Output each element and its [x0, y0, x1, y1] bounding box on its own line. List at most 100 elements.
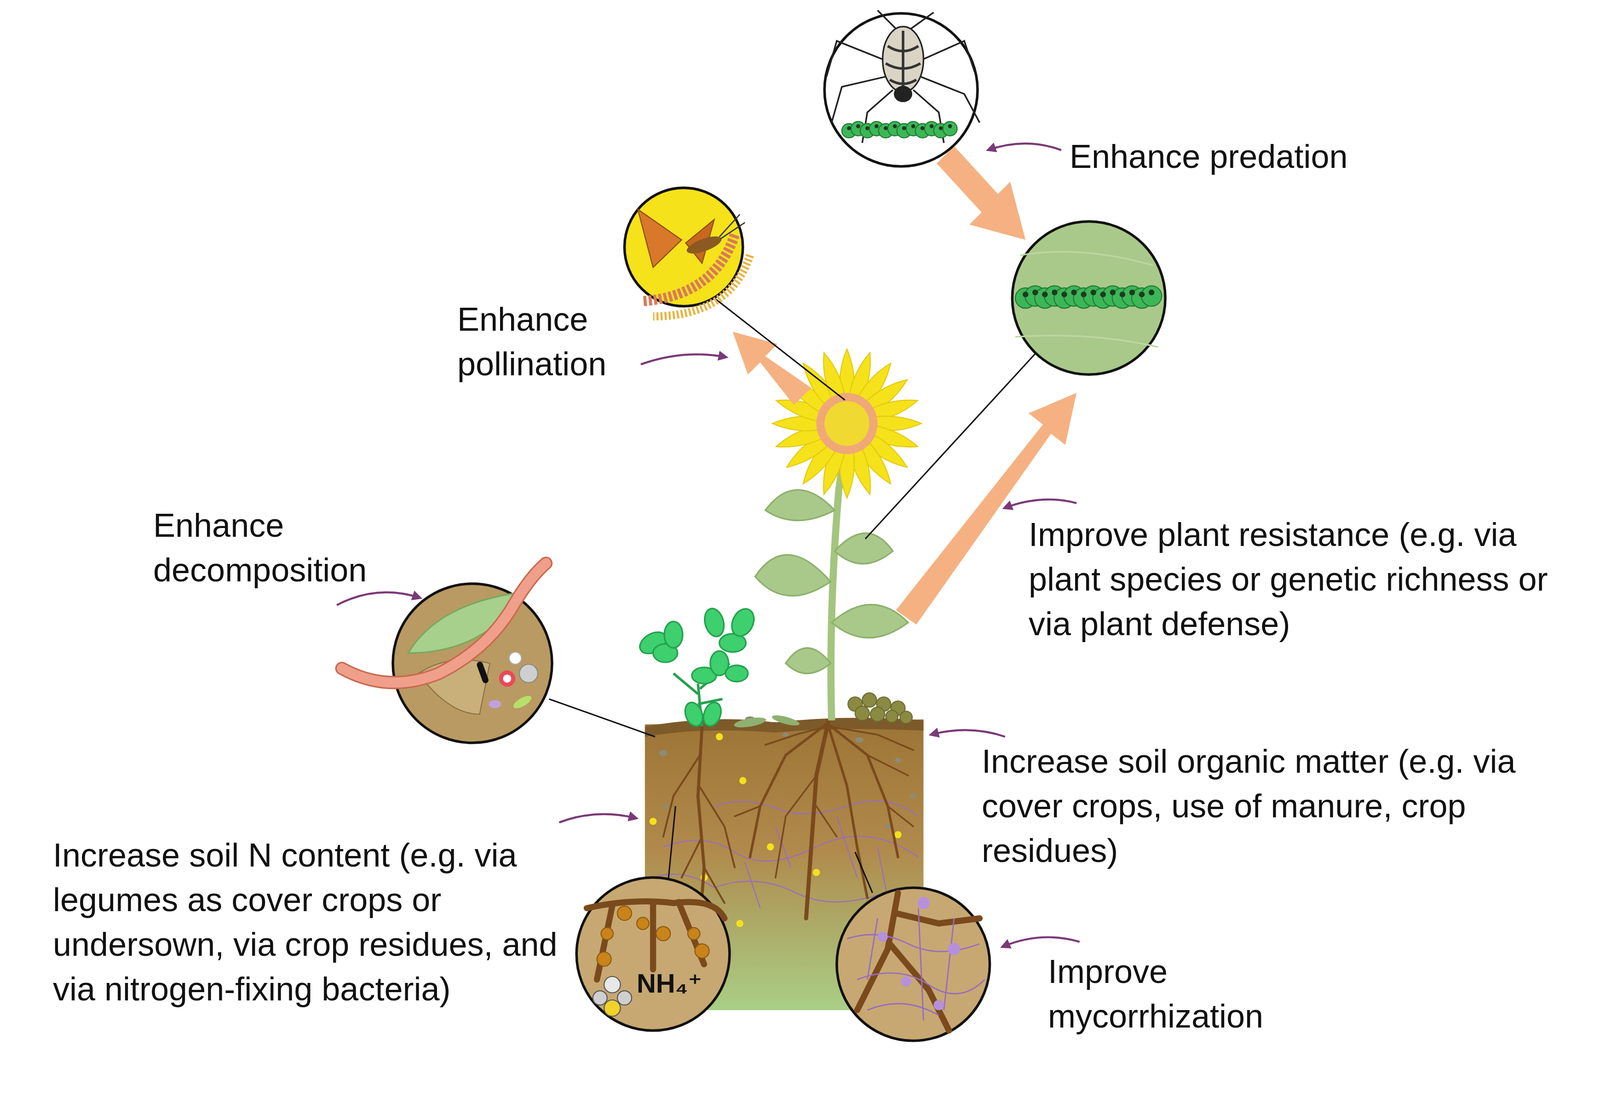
pointer-arrow [640, 354, 727, 365]
nitrogen-circle [695, 943, 710, 959]
leader-line [855, 851, 873, 893]
nitrogen-circle [597, 952, 612, 967]
herbivore-circle [1061, 291, 1067, 298]
pointer-arrow [1001, 937, 1080, 948]
nitrogen-circle [576, 877, 730, 1031]
manure [885, 710, 898, 723]
callout-label: Improve plant resistance (e.g. via plant… [1028, 512, 1549, 647]
sunflower [834, 533, 893, 565]
herbivore-circle [1012, 221, 1166, 375]
nitrogen-circle [600, 927, 614, 941]
mycorrhiza-circle [836, 887, 990, 1042]
predation-circle [948, 124, 953, 129]
predation-circle [911, 124, 916, 129]
soil-block [649, 817, 657, 826]
soil-block [812, 869, 821, 877]
decomposer-circle [341, 563, 553, 743]
pointer-arrow [336, 592, 421, 606]
callout-label: Enhance pollination [457, 297, 642, 387]
herbivore-circle [1148, 289, 1155, 296]
predation-circle [846, 126, 852, 131]
predation-circle [938, 126, 944, 131]
manure [870, 707, 885, 722]
predation-circle [893, 86, 913, 103]
callout-label: Increase soil organic matter (e.g. via c… [981, 739, 1548, 874]
manure [899, 711, 913, 724]
herbivore-circle [1015, 285, 1162, 309]
pollinator-circle [684, 232, 724, 257]
legume-plant [700, 700, 725, 729]
herbivore-circle [1129, 289, 1135, 296]
sunflower [754, 554, 831, 596]
legume-plant [664, 621, 683, 649]
decomposer-circle [488, 700, 501, 709]
mycorrhiza-circle [877, 931, 888, 942]
herbivore-circle [1022, 291, 1029, 298]
crop-residue [771, 713, 801, 728]
nitrogen-circle [586, 901, 725, 980]
manure [855, 706, 870, 721]
herbivore-circle [1051, 289, 1058, 296]
leader-line [714, 298, 846, 401]
pointer-arrow [987, 143, 1062, 150]
soil-block [736, 920, 744, 928]
predation-circle [824, 10, 980, 167]
pollinator-circle [653, 255, 751, 317]
nitrogen-circle [576, 877, 730, 1031]
leader-line [548, 699, 656, 737]
mycorrhiza-circle [948, 943, 961, 956]
mycorrhiza-circle [846, 908, 985, 1021]
nitrogen-circle [592, 990, 608, 1006]
soil-block [884, 824, 891, 829]
predation-circle [885, 30, 921, 91]
predation-circle [865, 126, 870, 131]
legume-plant [636, 605, 759, 729]
roots [734, 726, 914, 878]
herbivore-circle [1032, 289, 1038, 296]
effect-arrow [936, 145, 1026, 240]
leader-line [548, 298, 1037, 893]
roots [749, 722, 898, 899]
soil-block [739, 776, 747, 785]
mycorrhiza-circle [901, 976, 912, 987]
nitrogen-circle [604, 1000, 621, 1017]
herbivore-circle [1041, 291, 1048, 298]
sunflower [772, 349, 922, 499]
decomposer-circle [509, 652, 522, 665]
soil-block [662, 804, 669, 809]
decomposer-circle [392, 583, 553, 743]
decomposer-circle [511, 693, 534, 712]
nitrogen-circle [597, 906, 710, 967]
herbivore-circle [1090, 289, 1096, 296]
mycorrhiza-circle [933, 1000, 944, 1011]
decomposer-circle [503, 674, 512, 683]
soil-block [855, 737, 864, 743]
callout-label: Enhance decomposition [153, 503, 411, 593]
nitrogen-circle [687, 927, 701, 941]
soil-block [910, 793, 917, 799]
sunflower [754, 349, 922, 721]
herbivore-circle [1070, 289, 1077, 296]
pointer-arrow [930, 730, 1006, 737]
herbivore-circle [1139, 291, 1145, 298]
predation-circle [826, 10, 980, 143]
leader-line [668, 806, 676, 881]
mycorrhiza-circle [836, 887, 990, 1042]
soil-block [894, 757, 901, 763]
manure [862, 692, 877, 708]
soil-block [782, 732, 789, 737]
predation-circle [874, 124, 879, 129]
predation-circle [882, 26, 924, 93]
decomposer-circle [476, 661, 490, 685]
predation-circle [943, 121, 958, 136]
legume-plant [636, 605, 759, 729]
mycorrhiza-circle [877, 897, 961, 1011]
callout-label: Improve mycorrhization [1047, 949, 1306, 1039]
herbivore-circle [1141, 285, 1162, 306]
nitrogen-circle [636, 917, 650, 930]
herbivore-circle [1080, 291, 1087, 298]
pointer-arrow [559, 814, 638, 823]
decomposer-circle [499, 670, 516, 687]
sunflower [816, 392, 878, 455]
